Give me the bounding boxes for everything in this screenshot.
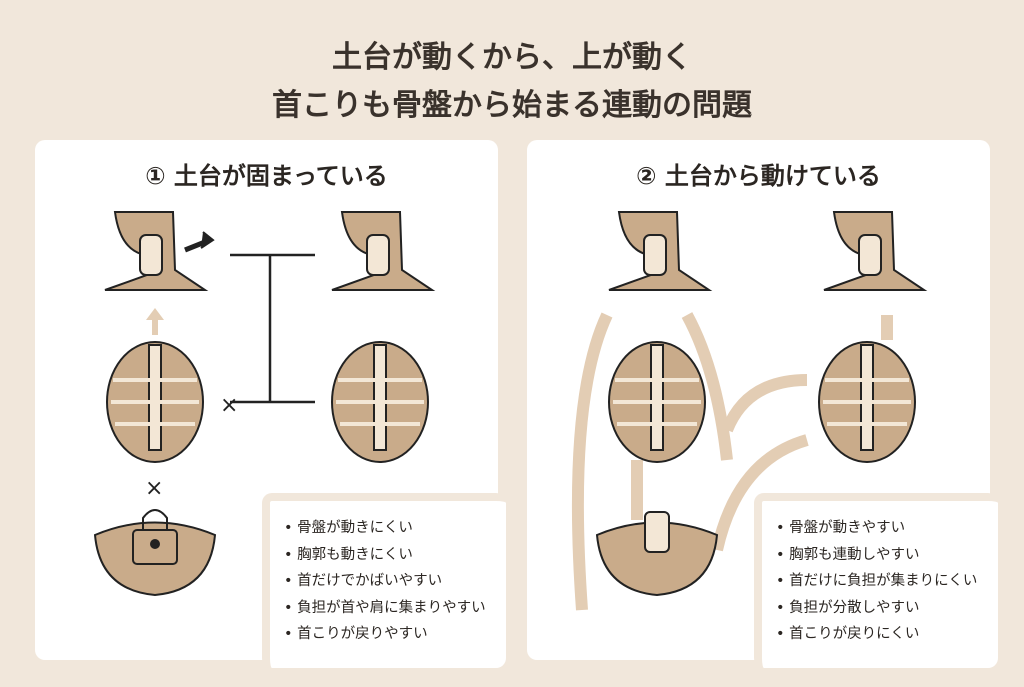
movement-arrows bbox=[571, 312, 893, 611]
effect-item: 胸郭も連動しやすい bbox=[776, 542, 998, 569]
effect-item: 首だけに負担が集まりにくい bbox=[776, 568, 998, 595]
ribcage-icon bbox=[106, 341, 429, 463]
effect-item: 首こりが戻りにくい bbox=[776, 621, 998, 648]
effect-item: 骨盤が動きにくい bbox=[284, 515, 506, 542]
effect-item: 骨盤が動きやすい bbox=[776, 515, 998, 542]
panel-title: ② 土台から動けている bbox=[636, 162, 881, 190]
effect-item: 首だけでかばいやすい bbox=[284, 568, 506, 595]
effect-item: 首こりが戻りやすい bbox=[284, 621, 506, 648]
effect-item: 胸郭も動きにくい bbox=[284, 542, 506, 569]
main-title-line2: 首こりも骨盤から始まる連動の問題 bbox=[272, 88, 752, 123]
effect-item: 負担が首や肩に集まりやすい bbox=[284, 595, 506, 622]
panel-fixed-base: ① 土台が固まっている × × 骨盤が動きにくい 胸郭も動きにくい 首だけでかば bbox=[35, 140, 506, 668]
fixed-base-illustration: × × bbox=[90, 211, 436, 632]
blocked-mark: × bbox=[145, 476, 163, 501]
pelvis-locked-icon bbox=[90, 509, 220, 632]
panel-moving-base: ② 土台から動けている 骨盤が動きやすい 胸郭も連動しやすい 首だけに負担が集ま… bbox=[527, 140, 998, 668]
panel-title: ① 土台が固まっている bbox=[145, 162, 388, 190]
fixed-base-effects-list: 骨盤が動きにくい 胸郭も動きにくい 首だけでかばいやすい 負担が首や肩に集まりや… bbox=[262, 493, 506, 668]
neck-stiff-icon bbox=[104, 211, 436, 291]
moving-base-effects-list: 骨盤が動きやすい 胸郭も連動しやすい 首だけに負担が集まりにくい 負担が分散しや… bbox=[754, 493, 998, 668]
main-title-line1: 土台が動くから、上が動く bbox=[332, 40, 692, 75]
moving-base-illustration bbox=[571, 211, 928, 611]
blocked-mark: × bbox=[220, 393, 238, 418]
effect-item: 負担が分散しやすい bbox=[776, 595, 998, 622]
